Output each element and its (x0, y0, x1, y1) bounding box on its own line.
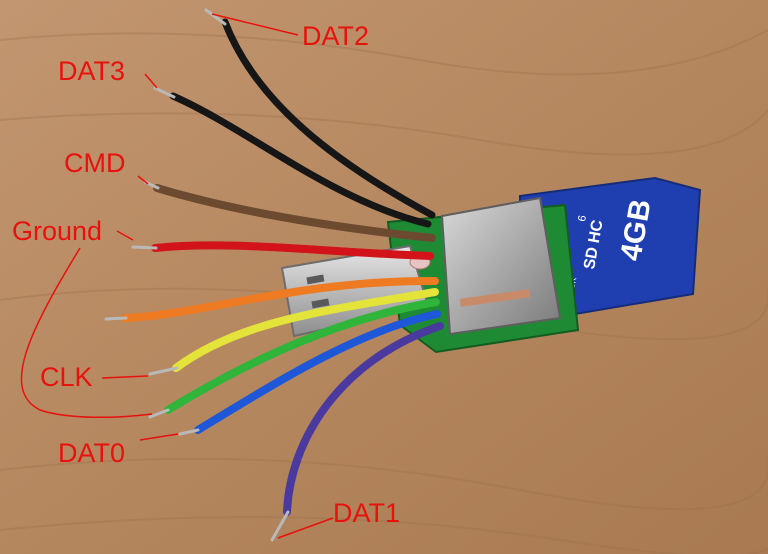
wire-dat2 (221, 18, 436, 219)
label-dat2: DAT2 (302, 21, 370, 51)
label-cmd: CMD (64, 148, 126, 178)
label-dat0: DAT0 (58, 438, 126, 468)
label-ground: Ground (12, 216, 103, 246)
label-dat3: DAT3 (58, 56, 126, 86)
wire-green (164, 298, 440, 414)
sd-socket-shield (440, 196, 562, 336)
wire-orange (121, 276, 439, 322)
wire-cmd (153, 184, 436, 242)
wire-dat3 (169, 92, 432, 228)
wires (121, 18, 444, 516)
wire-ground (151, 241, 434, 260)
wire-dat1 (283, 322, 444, 516)
sd-card-class: 6 (576, 214, 589, 222)
wire-dat0 (194, 310, 441, 434)
label-clk: CLK (40, 362, 93, 392)
annotation-lines (20, 13, 334, 539)
label-dat1: DAT1 (333, 498, 401, 528)
wire-clk (172, 288, 439, 372)
socket-contacts (459, 289, 531, 307)
